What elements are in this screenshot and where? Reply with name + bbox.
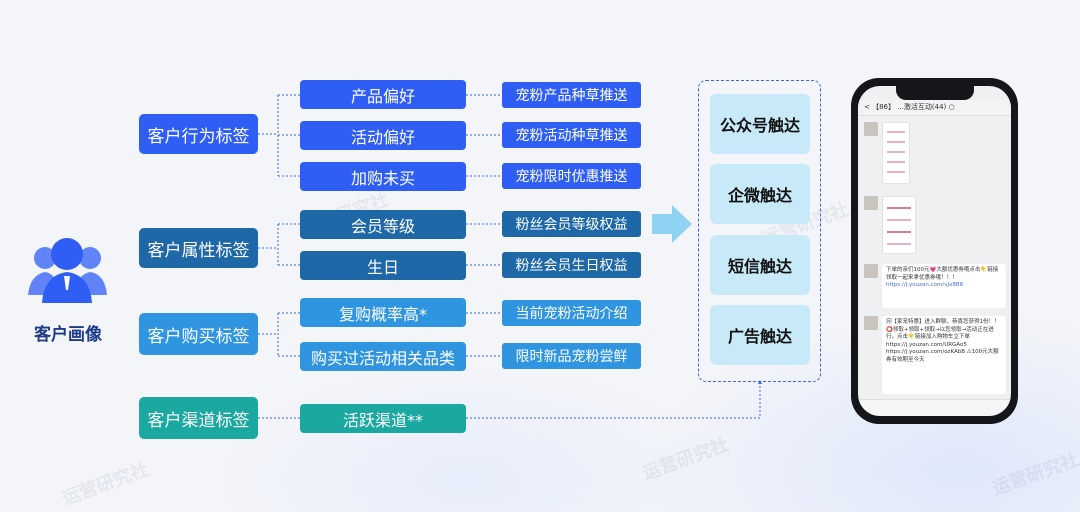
- tag-activity-preference: 活动偏好: [300, 121, 466, 150]
- action-new-product-trial: 限时新品宠粉尝鲜: [502, 343, 641, 369]
- chat-title: < 【86】 ...激活互动(44) ○: [858, 100, 1011, 116]
- channel-official-account: 公众号触达: [710, 94, 810, 154]
- action-birthday-benefit: 粉丝会员生日权益: [502, 252, 641, 278]
- action-activity-push: 宠粉活动种草推送: [502, 122, 641, 148]
- channel-wecom: 企微触达: [710, 164, 810, 224]
- category-behavior: 客户行为标签: [139, 114, 258, 154]
- phone-screen: < 【86】 ...激活互动(44) ○ 下单的亲们100元💗大额优惠券哦点击👇…: [858, 86, 1011, 416]
- tag-cart-not-bought: 加购未买: [300, 162, 466, 191]
- message-bubble: 🈷【家宠特惠】进入群聊，恭喜您获得1份！！ ⭕领取+领取+领取→以您领取→活动正…: [882, 316, 1006, 394]
- avatar: [864, 264, 878, 278]
- action-discount-push: 宠粉限时优惠推送: [502, 163, 641, 189]
- arrow-right-icon: [652, 205, 692, 243]
- avatar: [864, 316, 878, 330]
- action-member-benefit: 粉丝会员等级权益: [502, 211, 641, 237]
- action-product-push: 宠粉产品种草推送: [502, 82, 641, 108]
- category-channel: 客户渠道标签: [139, 397, 258, 439]
- channel-ads: 广告触达: [710, 305, 810, 365]
- avatar: [864, 196, 878, 210]
- tag-bought-related: 购买过活动相关品类: [300, 342, 466, 371]
- tag-birthday: 生日: [300, 251, 466, 280]
- user-group-icon: [28, 238, 107, 303]
- category-purchase: 客户购买标签: [139, 313, 258, 355]
- avatar: [864, 122, 878, 136]
- channel-group: [698, 80, 821, 382]
- message-image: [882, 122, 910, 184]
- profile-label: 客户画像: [34, 325, 102, 345]
- message-text: 🈷【家宠特惠】进入群聊，恭喜您获得1份！！ ⭕领取+领取+领取→以您领取→活动正…: [886, 319, 1000, 363]
- action-activity-intro: 当前宠粉活动介绍: [502, 300, 641, 326]
- message-image: [882, 196, 916, 254]
- tag-member-level: 会员等级: [300, 210, 466, 239]
- message-text: 下单的亲们100元💗大额优惠券哦点击👇链接领取一起来拿优惠券哦！！！: [886, 267, 999, 281]
- tag-product-preference: 产品偏好: [300, 80, 466, 109]
- tag-active-channel: 活跃渠道**: [300, 404, 466, 433]
- chat-input-bar[interactable]: [858, 399, 1011, 416]
- channel-sms: 短信触达: [710, 235, 810, 295]
- tag-repurchase-high: 复购概率高*: [300, 298, 466, 327]
- category-attribute: 客户属性标签: [139, 228, 258, 268]
- message-bubble: 下单的亲们100元💗大额优惠券哦点击👇链接领取一起来拿优惠券哦！！！ https…: [882, 264, 1006, 308]
- message-link[interactable]: https://j.youzan.com/vJx8B8: [886, 282, 964, 288]
- phone-notch: [896, 86, 974, 100]
